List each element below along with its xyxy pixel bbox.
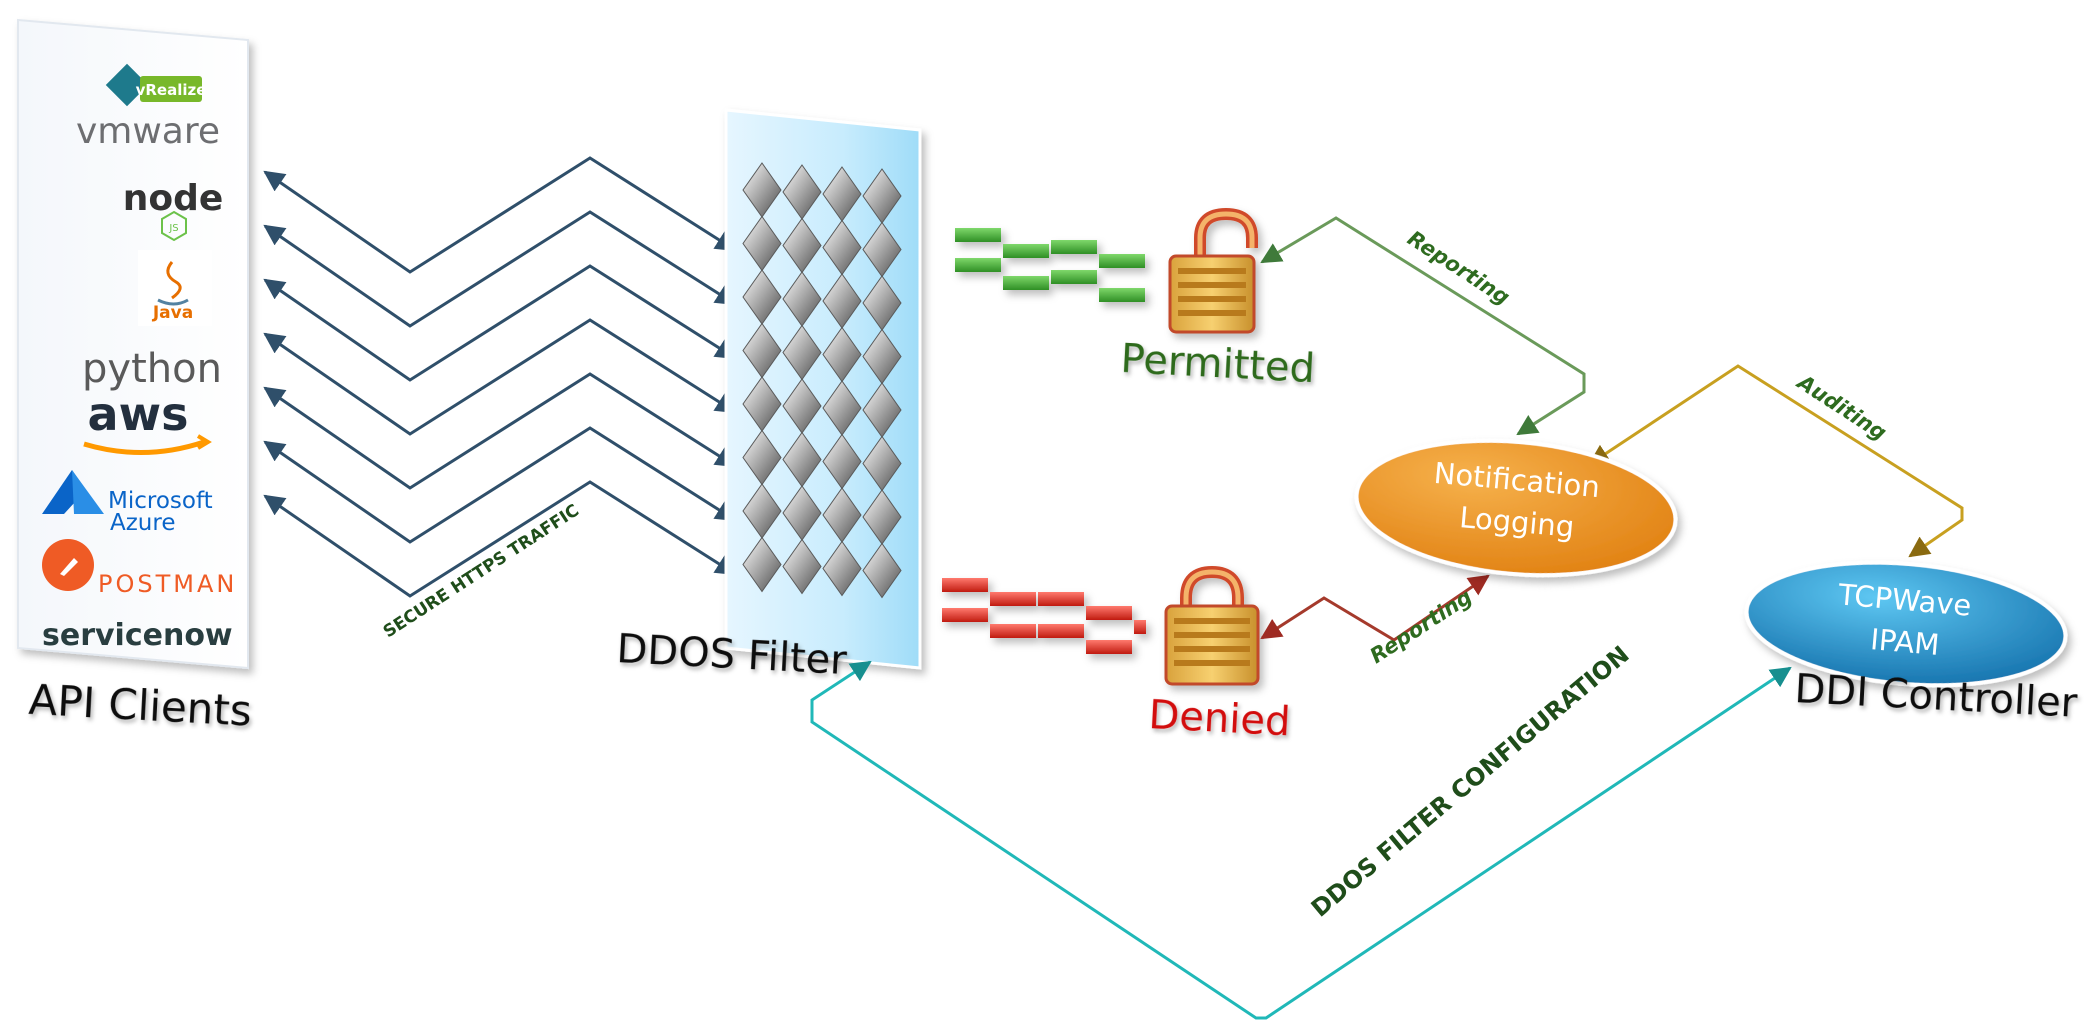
config-arrow bbox=[810, 660, 1792, 1020]
auditing-arrow bbox=[1588, 364, 1964, 558]
java-logo: Java bbox=[138, 250, 212, 326]
denied-packets bbox=[942, 578, 1146, 654]
python-logo: python bbox=[82, 346, 222, 392]
locked-padlock-icon bbox=[1164, 565, 1260, 686]
permitted-packets bbox=[955, 228, 1145, 302]
node-js-badge: JS bbox=[168, 223, 178, 234]
azure-text-2: Azure bbox=[110, 510, 176, 536]
tcpwave-ipam-node: TCPWave IPAM bbox=[1744, 560, 2068, 688]
ipam-line2: IPAM bbox=[1869, 622, 1941, 662]
postman-logo: POSTMAN bbox=[42, 539, 237, 598]
traffic-arrows bbox=[263, 156, 737, 598]
filter-diamond bbox=[742, 536, 782, 593]
ddi-controller-caption: DDI Controller bbox=[1793, 666, 2078, 727]
unlocked-padlock-icon bbox=[1168, 207, 1258, 334]
postman-text: POSTMAN bbox=[98, 570, 237, 598]
servicenow-logo: servicenow bbox=[42, 618, 233, 653]
filter-diamond bbox=[822, 540, 862, 597]
secure-https-traffic-label: SECURE HTTPS TRAFFIC bbox=[380, 501, 583, 643]
vrealize-badge: vRealize bbox=[136, 81, 207, 99]
reporting-bottom-label: Reporting bbox=[1366, 585, 1477, 669]
aws-logo: aws bbox=[83, 387, 212, 455]
filter-diamond bbox=[862, 542, 902, 599]
filter-diamond bbox=[782, 538, 822, 595]
reporting-top-label: Reporting bbox=[1403, 226, 1514, 310]
permitted-label: Permitted bbox=[1119, 336, 1316, 392]
reporting-bottom-arrow bbox=[1260, 574, 1490, 642]
api-clients-caption: API Clients bbox=[27, 675, 253, 736]
java-text: Java bbox=[152, 303, 193, 323]
notification-logging-node: Notification Logging bbox=[1354, 438, 1678, 578]
nodejs-logo: node JS bbox=[123, 178, 223, 242]
api-clients-panel: vRealize vmware node JS Java python aws bbox=[17, 18, 249, 670]
vmware-text: vmware bbox=[76, 111, 220, 152]
reporting-top-arrow bbox=[1260, 216, 1586, 436]
aws-text: aws bbox=[88, 387, 189, 441]
denied-label: Denied bbox=[1147, 692, 1291, 745]
auditing-label: Auditing bbox=[1792, 369, 1891, 445]
filter-diamond-grid bbox=[742, 162, 902, 599]
ddos-filter bbox=[724, 108, 922, 670]
azure-text-1: Microsoft bbox=[108, 488, 213, 514]
microsoft-azure-logo: Microsoft Azure bbox=[42, 470, 213, 536]
